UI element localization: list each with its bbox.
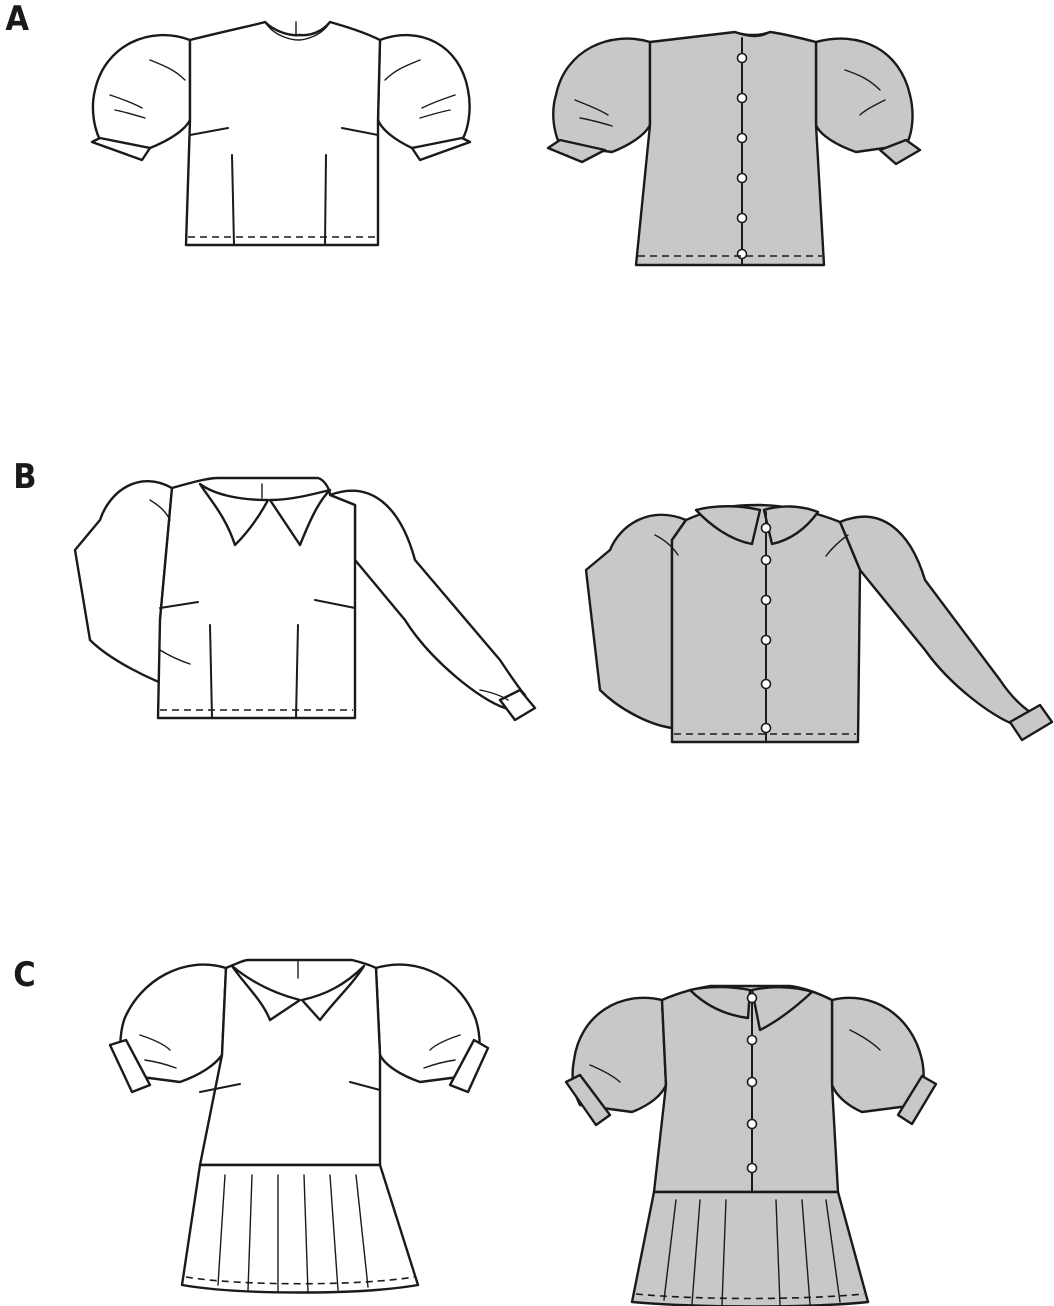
view-b-back-collar-left [694, 505, 762, 546]
view-b-front-bust-dart-right [314, 599, 356, 609]
view-a-front-bust-dart-left [189, 127, 229, 136]
view-a-back-left-sleeve [552, 37, 652, 154]
view-a-back-button [736, 132, 748, 144]
view-c-front [108, 958, 490, 1294]
view-a-back-button [736, 92, 748, 104]
view-a-front-bodice [184, 20, 382, 247]
view-c-back-collar-left [688, 985, 752, 1020]
view-a-front-waist-dart-right [324, 154, 327, 246]
view-a-front-left-cuff [90, 136, 152, 162]
view-c-front-bust-dart-left [199, 1083, 241, 1093]
view-a-front-right-cuff [410, 136, 472, 162]
view-a-back-right-sleeve [814, 37, 914, 154]
view-b-back-button [760, 522, 772, 534]
view-a-front-gathers [109, 59, 456, 119]
view-c-front-bust-dart-right [349, 1081, 381, 1091]
view-c-back-collar-right [750, 986, 814, 1032]
view-label-b: B [13, 457, 37, 497]
view-b-back-button [760, 722, 772, 734]
view-b-front-collar-right [268, 488, 332, 547]
view-a-front-left-sleeve [91, 33, 192, 150]
view-a-back-neckline [734, 31, 771, 38]
view-c-back-hem-stitch [635, 1293, 865, 1300]
view-a-back-button [736, 212, 748, 224]
view-b-front-right-sleeve [328, 489, 527, 710]
view-b-front-bust-dart-left [159, 601, 199, 609]
view-a-front-bust-dart-right [341, 127, 379, 136]
view-b-back-button [760, 594, 772, 606]
view-c-back-button [746, 1118, 758, 1130]
view-b-front-right-cuff [498, 688, 537, 722]
view-a-front-waist-dart-left [231, 154, 235, 246]
view-c-front-left-cuff [108, 1038, 152, 1094]
view-c-front-collar-right [300, 964, 366, 1022]
view-c-back [564, 984, 938, 1306]
view-c-front-bodice [198, 958, 382, 1167]
view-c-front-right-cuff [448, 1038, 490, 1094]
view-b-back-right-cuff [1008, 703, 1054, 742]
view-a-back [546, 30, 922, 267]
view-b-back-collar-right [762, 505, 820, 546]
view-b-back-button [760, 554, 772, 566]
view-c-back-peplum [630, 1190, 870, 1306]
view-c-front-peplum [180, 1163, 420, 1294]
view-a-back-bodice [634, 30, 826, 267]
view-c-back-left-cuff [564, 1073, 612, 1127]
view-b-back-gathers [654, 534, 849, 557]
view-b-back-left-sleeve [584, 513, 688, 730]
view-c-back-peplum-folds [663, 1199, 841, 1306]
view-b-back [584, 503, 1054, 744]
view-label-c: C [13, 955, 36, 995]
view-label-a: A [5, 0, 30, 39]
view-c-back-button [746, 1076, 758, 1088]
view-a-back-right-cuff [878, 138, 922, 166]
view-b-front [73, 476, 537, 722]
view-b-front-gathers [149, 499, 509, 701]
view-c-back-right-cuff [896, 1074, 938, 1126]
view-c-back-button [746, 1162, 758, 1174]
view-a-back-button [736, 172, 748, 184]
view-c-front-gathers [139, 1034, 461, 1069]
view-a-back-button [736, 52, 748, 64]
view-b-front-waist-dart-right [295, 624, 299, 719]
view-a-front-right-sleeve [376, 33, 471, 150]
view-c-back-button [746, 1034, 758, 1046]
view-c-front-collar-left [230, 964, 302, 1022]
view-a-front [90, 20, 472, 247]
view-b-front-waist-dart-left [209, 624, 213, 719]
view-a-back-button [736, 248, 748, 260]
view-c-back-gathers [589, 1029, 881, 1083]
view-c-front-peplum-folds [217, 1174, 369, 1293]
view-a-back-left-cuff [546, 138, 607, 164]
view-b-front-collar-left [198, 482, 270, 547]
view-b-back-right-sleeve [838, 515, 1032, 727]
view-b-front-bodice [156, 476, 357, 720]
view-c-back-bodice [652, 984, 840, 1194]
view-b-back-button [760, 634, 772, 646]
view-c-back-button [746, 992, 758, 1004]
view-a-front-neckline [264, 21, 331, 41]
view-a-back-gathers [574, 69, 886, 127]
view-b-back-button [760, 678, 772, 690]
view-c-front-hem-stitch [185, 1276, 415, 1285]
